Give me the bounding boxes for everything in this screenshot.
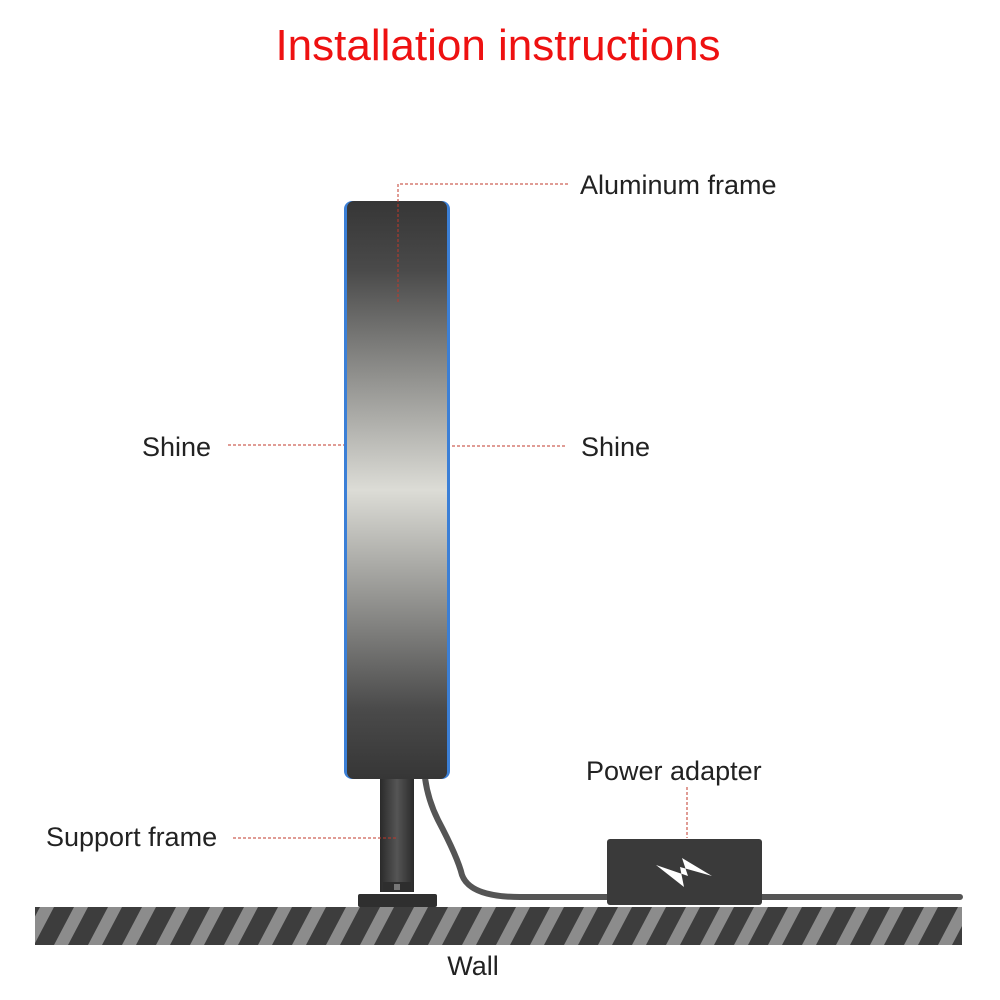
wall-stripe <box>870 907 904 945</box>
wall-stripe <box>768 907 802 945</box>
wall-stripe <box>802 907 836 945</box>
wall-stripe <box>258 907 292 945</box>
leader-aluminum-frame <box>397 183 570 302</box>
wall-stripe <box>394 907 428 945</box>
wall <box>35 907 1000 945</box>
label-shine-right: Shine <box>581 432 650 462</box>
label-support-frame: Support frame <box>46 822 217 852</box>
wall-stripe <box>428 907 462 945</box>
wall-stripe <box>530 907 564 945</box>
wall-stripe <box>224 907 258 945</box>
leader-lines <box>228 183 688 839</box>
wall-stripe <box>326 907 360 945</box>
wall-stripe <box>122 907 156 945</box>
wall-stripe <box>836 907 870 945</box>
aluminum-frame <box>347 201 447 779</box>
wall-stripe <box>190 907 224 945</box>
wall-stripe <box>360 907 394 945</box>
power-cable <box>422 775 963 900</box>
wall-stripe <box>904 907 938 945</box>
wall-stripe <box>462 907 496 945</box>
label-shine-left: Shine <box>142 432 211 462</box>
wall-stripe <box>734 907 768 945</box>
wall-stripe <box>564 907 598 945</box>
wall-stripe <box>666 907 700 945</box>
wall-stripe <box>632 907 666 945</box>
diagram-title: Installation instructions <box>275 21 720 70</box>
wall-stripe <box>938 907 962 945</box>
label-wall: Wall <box>447 951 499 981</box>
wall-stripe <box>54 907 88 945</box>
wall-stripe <box>292 907 326 945</box>
wall-stripe <box>496 907 530 945</box>
support-frame <box>358 776 437 907</box>
label-aluminum-frame: Aluminum frame <box>580 170 777 200</box>
wall-stripe <box>598 907 632 945</box>
power-adapter <box>607 839 762 905</box>
wall-stripe <box>88 907 122 945</box>
wall-stripe <box>700 907 734 945</box>
label-power-adapter: Power adapter <box>586 756 762 786</box>
wall-stripe <box>35 907 54 944</box>
light-panel <box>344 201 450 779</box>
wall-stripe <box>156 907 190 945</box>
wall-stripe <box>972 907 1000 945</box>
wall-hatching <box>35 907 1000 945</box>
lightning-bolt-icon <box>656 858 712 887</box>
